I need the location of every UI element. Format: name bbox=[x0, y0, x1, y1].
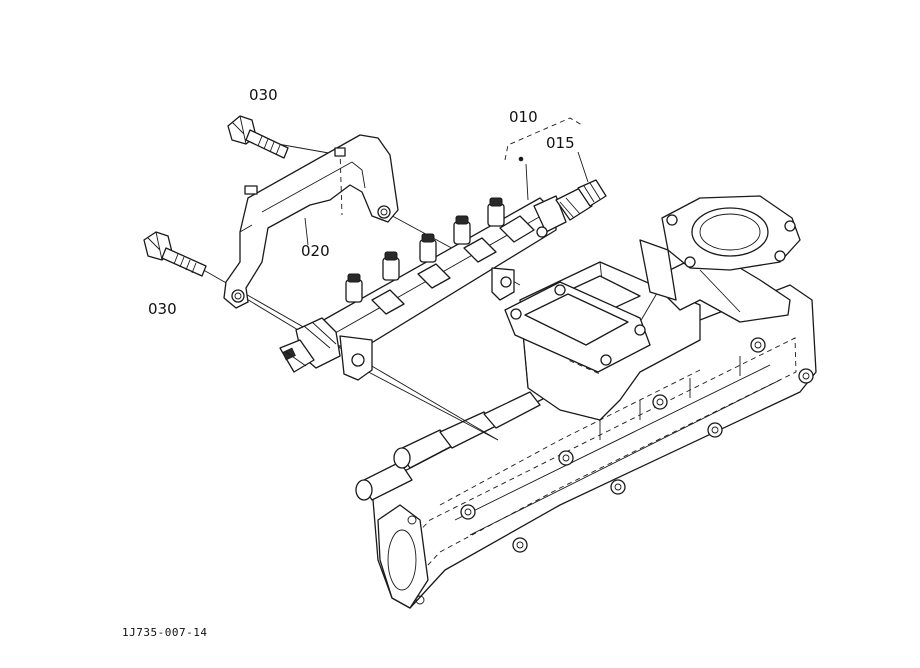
pressure-sensor bbox=[279, 317, 341, 373]
callout-015: 015 bbox=[546, 134, 575, 152]
drawing-reference-code: 1J735-007-14 bbox=[122, 626, 208, 639]
intake-inlet-port bbox=[504, 195, 801, 421]
intake-manifold bbox=[355, 284, 817, 609]
callout-030-top: 030 bbox=[249, 86, 278, 104]
bolt-left bbox=[143, 231, 207, 277]
rail-outlets bbox=[345, 197, 505, 303]
pressure-limiter bbox=[555, 179, 607, 221]
bolt-top bbox=[227, 115, 289, 159]
fuel-rail bbox=[319, 195, 567, 381]
callout-020: 020 bbox=[301, 242, 330, 260]
callout-010: 010 bbox=[509, 108, 538, 126]
callout-030-left: 030 bbox=[148, 300, 177, 318]
mounting-bracket bbox=[223, 134, 399, 309]
